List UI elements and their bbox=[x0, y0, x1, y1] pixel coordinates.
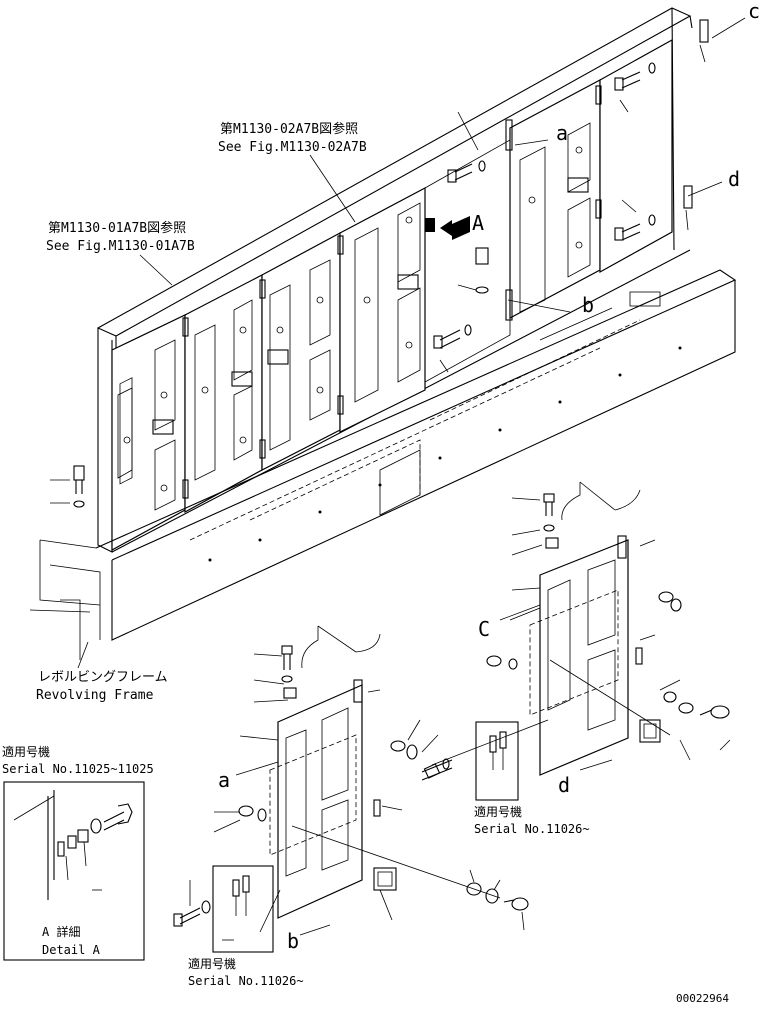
view-letter-a-top: a bbox=[556, 121, 568, 145]
revolving-frame-label: レボルビングフレーム Revolving Frame bbox=[36, 641, 168, 703]
ref1-en: See Fig.M1130-01A7B bbox=[46, 239, 195, 254]
view-letter-d-top: d bbox=[728, 167, 740, 191]
serial-box-left-serial: Serial No.11026~ bbox=[188, 974, 304, 988]
serial-box-right-serial: Serial No.11026~ bbox=[474, 822, 590, 836]
reference-2: 第M1130-02A7B図参照 See Fig.M1130-02A7B bbox=[218, 121, 367, 223]
serial-box-left: 適用号機 Serial No.11026~ bbox=[188, 865, 304, 988]
detail-a-inset: 適用号機 Serial No.11025~11025 A 詳細 Detail A bbox=[2, 744, 154, 961]
reference-1: 第M1130-01A7B図参照 See Fig.M1130-01A7B bbox=[46, 220, 195, 286]
revolving-frame-beam bbox=[29, 269, 737, 660]
view-letter-c-top: c bbox=[748, 0, 760, 23]
detail-caption-jp: A 詳細 bbox=[42, 924, 80, 939]
ref2-en: See Fig.M1130-02A7B bbox=[218, 140, 367, 155]
exploded-panel-ab: a b bbox=[173, 625, 529, 953]
exploded-panel-c: C d bbox=[431, 481, 731, 797]
view-letter-A: A bbox=[472, 211, 484, 235]
drawing-number: 00022964 bbox=[676, 992, 729, 1005]
frame-label-en: Revolving Frame bbox=[36, 688, 154, 703]
view-letter-a-bottom: a bbox=[218, 768, 230, 792]
view-letter-C: C bbox=[478, 617, 490, 641]
detail-serial-range: Serial No.11025~11025 bbox=[2, 762, 154, 776]
frame-label-jp: レボルビングフレーム bbox=[38, 670, 168, 685]
detail-caption-en: Detail A bbox=[42, 943, 101, 957]
serial-box-right-heading: 適用号機 bbox=[474, 804, 522, 819]
detail-serial-heading: 適用号機 bbox=[2, 744, 50, 759]
main-cover-assembly: A a b c d bbox=[50, 0, 760, 553]
ref2-jp: 第M1130-02A7B図参照 bbox=[220, 121, 358, 137]
ref1-jp: 第M1130-01A7B図参照 bbox=[48, 220, 186, 236]
serial-box-left-heading: 適用号機 bbox=[188, 956, 236, 971]
view-letter-b-bottom: b bbox=[287, 929, 299, 953]
serial-box-right: 適用号機 Serial No.11026~ bbox=[474, 721, 590, 836]
view-letter-b-top: b bbox=[582, 293, 594, 317]
view-letter-d-bottom: d bbox=[558, 773, 570, 797]
